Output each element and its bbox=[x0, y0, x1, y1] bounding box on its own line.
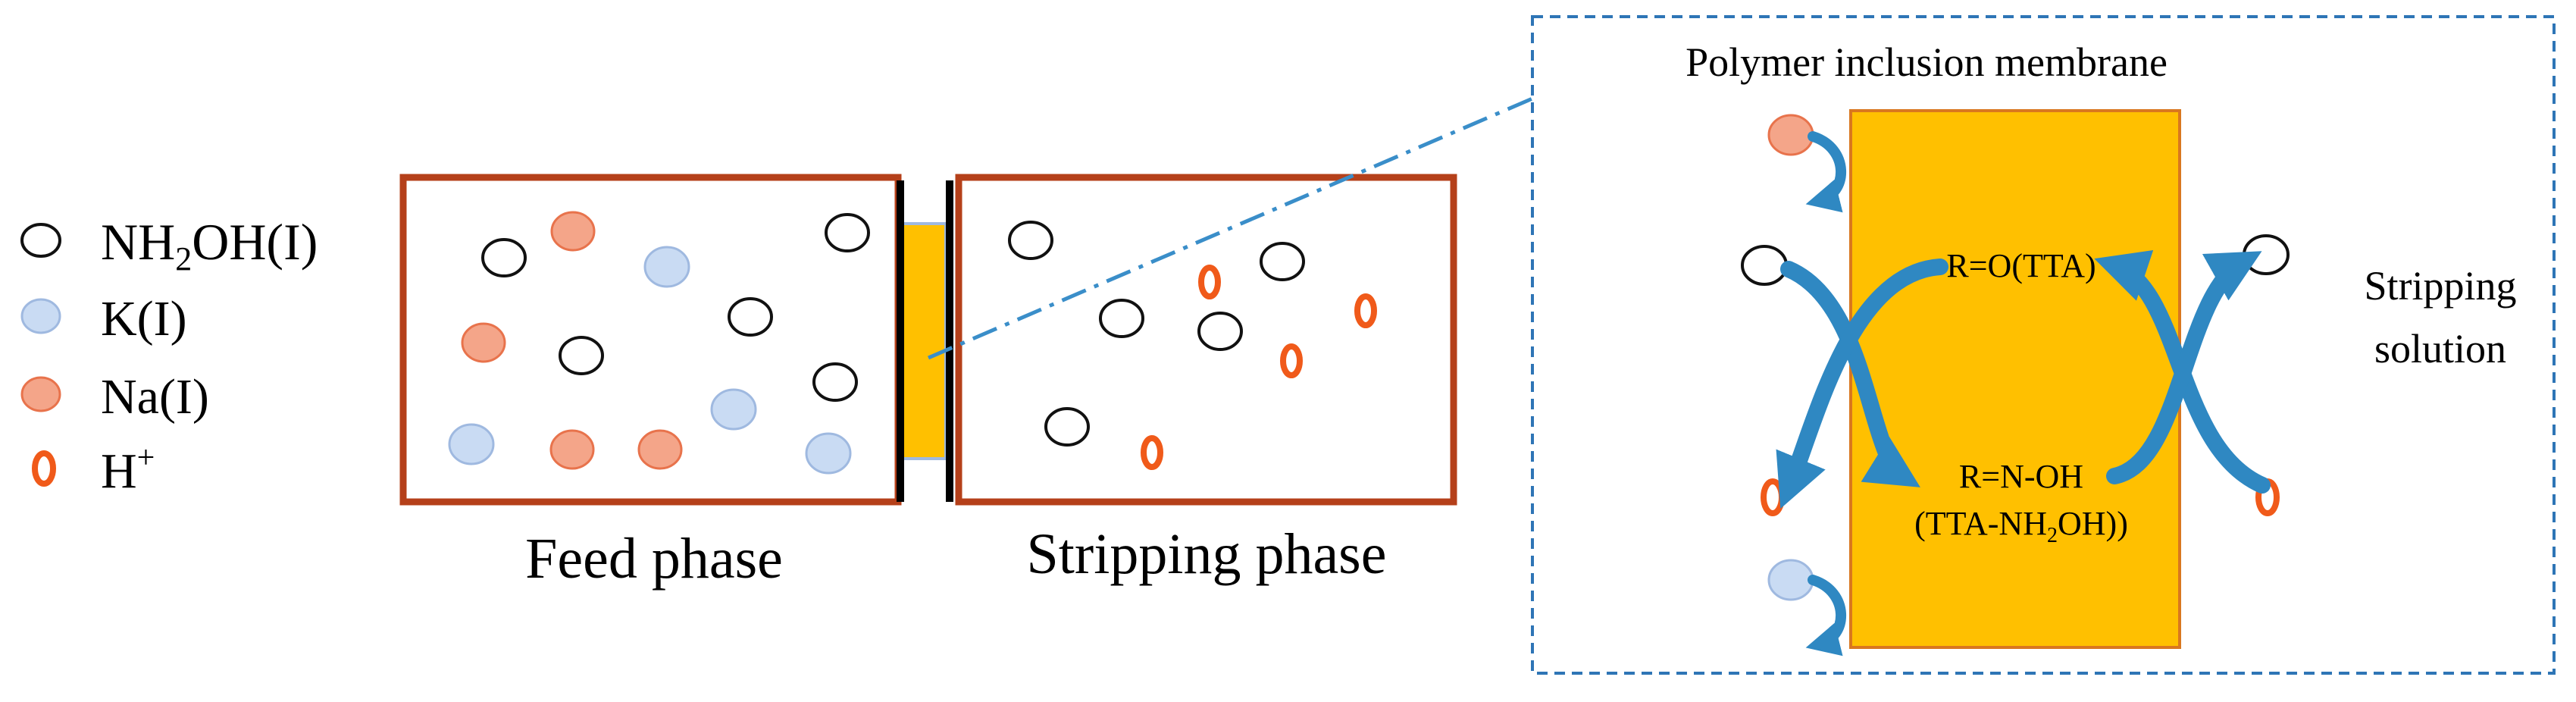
nh2oh-particle bbox=[1044, 407, 1090, 447]
nh2oh-particle bbox=[1260, 242, 1305, 281]
stripping-phase-particles bbox=[1008, 221, 1377, 470]
membrane-strip bbox=[897, 180, 953, 502]
nh2oh-particle bbox=[559, 336, 604, 375]
h-ion bbox=[1141, 435, 1163, 470]
legend-h-label: H+ bbox=[101, 440, 155, 499]
nh2oh-particle bbox=[1197, 312, 1243, 351]
stripping-phase-label: Stripping phase bbox=[1027, 522, 1387, 586]
left-uptake-arrow-icon bbox=[1780, 261, 1920, 487]
stripping-phase-box bbox=[955, 174, 1457, 506]
legend: NH2OH(I) K(I) Na(I) H+ bbox=[20, 213, 318, 499]
na-particle bbox=[1767, 114, 1814, 156]
reaction-top-label: R=O(TTA) bbox=[1946, 247, 2096, 284]
k-particle bbox=[643, 246, 690, 288]
transport-arrows bbox=[1776, 131, 2271, 657]
na-hook-arrow-icon bbox=[1805, 131, 1847, 213]
k-hook-arrow-icon bbox=[1805, 575, 1847, 657]
h-ion bbox=[1280, 343, 1303, 378]
stripping-solution-label-line1: Stripping bbox=[2364, 263, 2516, 309]
h-ion bbox=[1198, 265, 1221, 299]
nh2oh-particle bbox=[728, 297, 773, 337]
reaction-bottom-label-line1: R=N-OH bbox=[1959, 458, 2083, 495]
inset-title: Polymer inclusion membrane bbox=[1686, 39, 2168, 85]
legend-na-icon bbox=[20, 376, 61, 412]
h-ion bbox=[1761, 478, 1785, 516]
nh2oh-particle bbox=[825, 213, 870, 252]
na-particle bbox=[550, 211, 596, 252]
legend-na-label: Na(I) bbox=[101, 369, 209, 425]
na-particle bbox=[637, 429, 683, 470]
k-particle bbox=[448, 423, 495, 465]
k-particle bbox=[710, 388, 757, 431]
right-release-arrow-icon bbox=[2106, 251, 2262, 484]
k-particle bbox=[805, 432, 852, 475]
nh2oh-particle bbox=[2243, 234, 2290, 275]
reaction-bottom-label-line2: (TTA-NH2OH)) bbox=[1914, 505, 2128, 547]
polymer-inclusion-membrane bbox=[1849, 109, 2181, 649]
k-particle bbox=[1767, 559, 1814, 601]
left-release-arrow-icon bbox=[1776, 259, 1948, 509]
legend-h-icon bbox=[32, 450, 56, 487]
legend-k-label: K(I) bbox=[101, 291, 187, 346]
legend-k-icon bbox=[20, 298, 61, 334]
stripping-solution-label-line2: solution bbox=[2374, 326, 2506, 371]
nh2oh-particle bbox=[1008, 221, 1053, 260]
nh2oh-particle bbox=[481, 238, 527, 277]
nh2oh-particle bbox=[1099, 299, 1144, 338]
h-ion bbox=[1354, 293, 1377, 328]
nh2oh-particle bbox=[812, 362, 858, 402]
na-particle bbox=[461, 322, 506, 363]
legend-nh2oh-label: NH2OH(I) bbox=[101, 213, 318, 277]
feed-phase-particles bbox=[448, 211, 870, 475]
feed-phase-label: Feed phase bbox=[525, 527, 783, 591]
legend-nh2oh-icon bbox=[20, 223, 61, 258]
inset-frame bbox=[1531, 15, 2556, 675]
nh2oh-particle bbox=[1741, 245, 1788, 286]
na-particle bbox=[549, 429, 595, 470]
zoom-leader-line bbox=[928, 96, 1533, 360]
